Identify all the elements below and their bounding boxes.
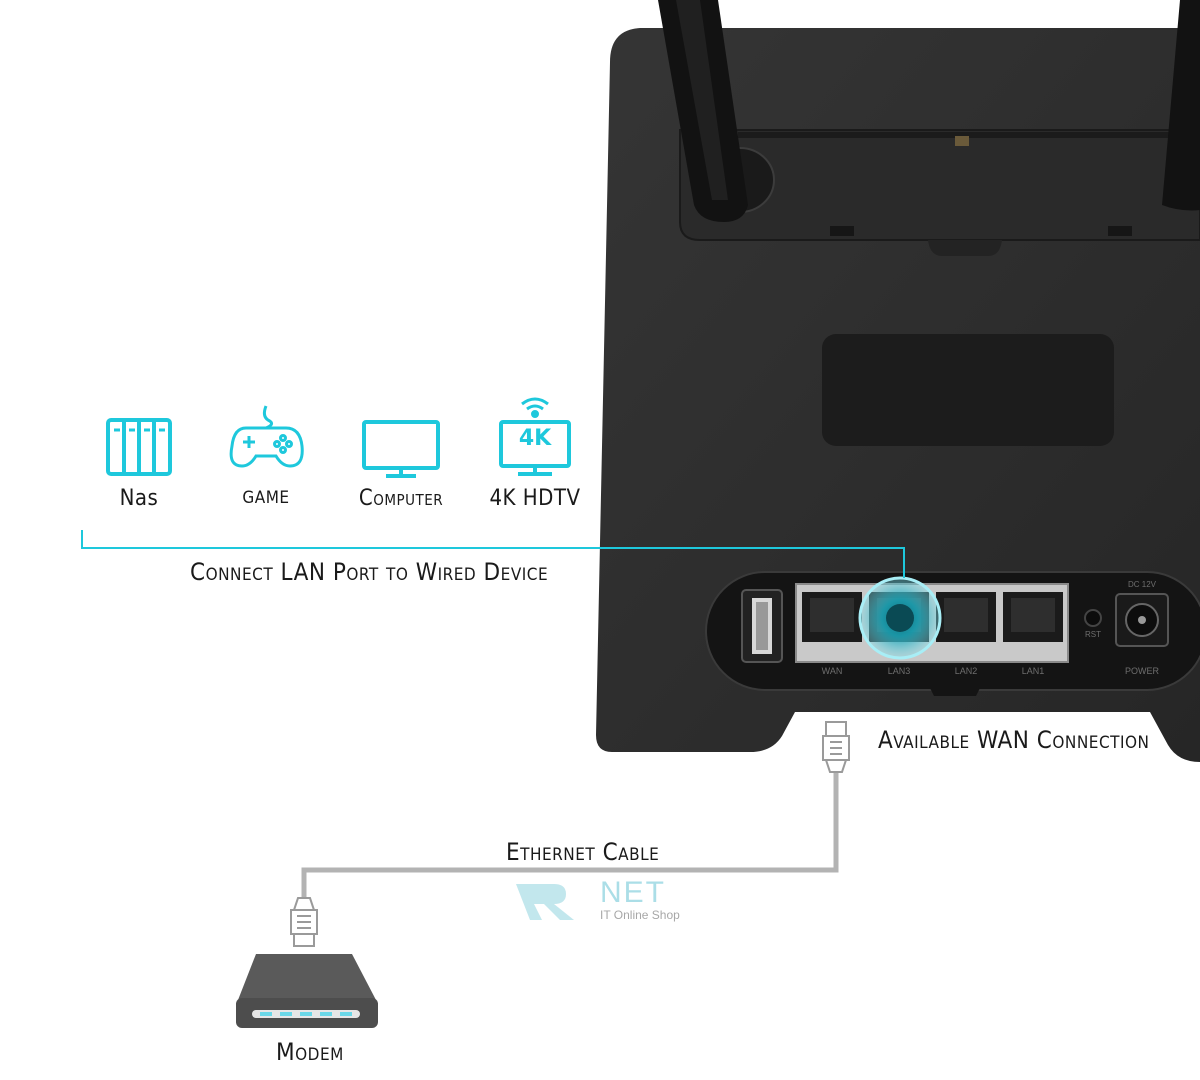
antenna-left [658, 0, 775, 222]
dc-label: DC 12V [1127, 580, 1156, 589]
port-label-lan2: LAN2 [954, 666, 978, 676]
antenna-right [1162, 0, 1200, 211]
watermark-logo-icon [516, 884, 574, 920]
device-label-nas: Nas [119, 486, 159, 511]
nas-icon [106, 418, 172, 476]
watermark-tagline: IT Online Shop [600, 908, 680, 922]
modem-plug-icon [290, 897, 318, 947]
monitor-icon [362, 420, 440, 478]
cable-caption: Ethernet Cable [506, 838, 660, 866]
device-label-4k-hdtv: 4K HDTV [489, 486, 581, 511]
device-label-computer: Computer [358, 486, 444, 511]
wan-caption: Available WAN Connection [878, 726, 1150, 754]
tv-badge-text: 4K [518, 426, 552, 451]
rst-label: RST [1085, 630, 1101, 639]
tv-4k-wifi-icon [499, 397, 571, 476]
device-label-game: GAME [242, 488, 290, 508]
wan-plug-icon [822, 721, 850, 773]
watermark-brand: NET [600, 876, 666, 909]
port-label-wan: WAN [821, 666, 843, 676]
power-label: POWER [1124, 666, 1159, 676]
modem-caption: Modem [276, 1038, 344, 1066]
lan-caption: Connect LAN Port to Wired Device [190, 558, 549, 586]
lan-connector-line [81, 530, 905, 578]
ethernet-cable [301, 770, 839, 900]
gamepad-icon [229, 405, 304, 468]
modem-icon [236, 954, 378, 1028]
port-label-lan1: LAN1 [1021, 666, 1045, 676]
port-panel [705, 571, 1200, 696]
port-label-lan3: LAN3 [887, 666, 911, 676]
